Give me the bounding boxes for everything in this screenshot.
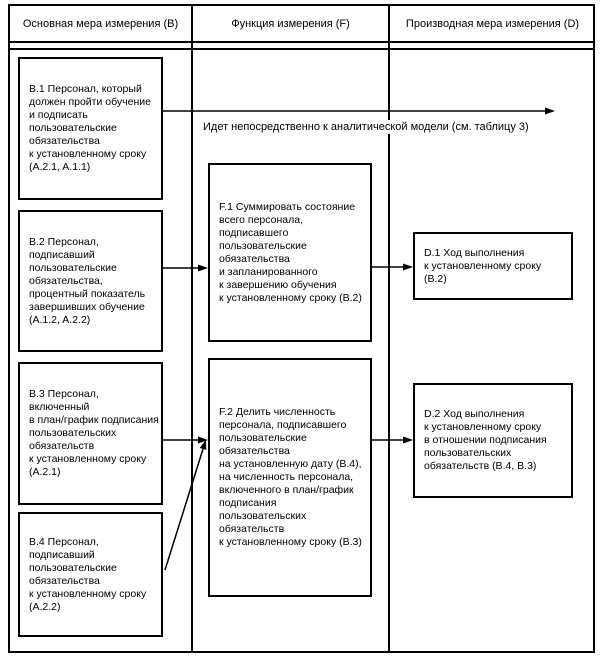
header-base-measure: Основная мера измерения (B) [22,17,179,30]
box-b2-text: B.2 Персонал, подписавший пользовательск… [29,235,146,326]
header-derived-measure: Производная мера измерения (D) [405,17,580,30]
column-divider-1 [191,4,193,653]
box-d1-progress: D.1 Ход выполнения к установленному срок… [413,232,573,300]
box-f1-sum-function: F.1 Суммировать состояние всего персонал… [208,163,372,342]
box-b4-personnel-signed-by-date: B.4 Персонал, подписавший пользовательск… [18,512,163,637]
box-b3-text: B.3 Персонал, включенный в план/график п… [29,388,159,478]
arrow-b4-to-f2 [164,439,207,571]
box-f2-text: F.2 Делить численность персонала, подпис… [219,406,362,548]
box-d2-progress-signing: D.2 Ход выполнения к установленному срок… [413,383,573,498]
header-bottom-line-2 [8,48,595,50]
analytical-model-note: Идет непосредственно к аналитической мод… [200,120,532,134]
box-b1-text: B.1 Персонал, который должен пройти обуч… [29,83,151,173]
box-d2-text: D.2 Ход выполнения к установленному срок… [424,408,547,472]
box-f2-divide-function: F.2 Делить численность персонала, подпис… [208,358,372,597]
box-d1-text: D.1 Ход выполнения к установленному срок… [424,246,542,285]
box-b1-personnel-to-train: B.1 Персонал, который должен пройти обуч… [18,57,163,200]
table-outer-border [8,4,595,653]
column-divider-2 [388,4,390,653]
box-f1-text: F.1 Суммировать состояние всего персонал… [219,200,362,304]
box-b2-personnel-signed: B.2 Персонал, подписавший пользовательск… [18,210,163,352]
box-b3-personnel-scheduled: B.3 Персонал, включенный в план/график п… [18,362,163,505]
header-measurement-function: Функция измерения (F) [231,17,350,30]
box-b4-text: B.4 Персонал, подписавший пользовательск… [29,535,147,613]
header-bottom-line-1 [8,41,595,43]
